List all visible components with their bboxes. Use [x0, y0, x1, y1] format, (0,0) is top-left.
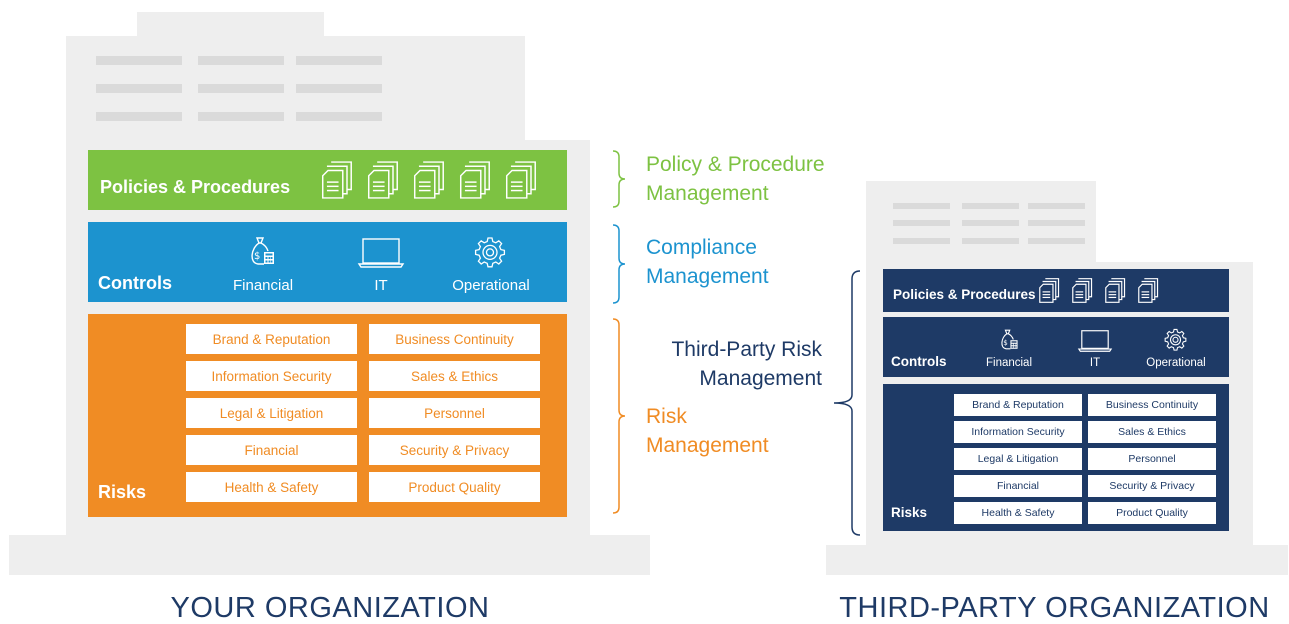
third-party-org-caption: THIRD-PARTY ORGANIZATION	[839, 592, 1270, 624]
risks-label: Risks	[98, 482, 147, 502]
window	[893, 203, 950, 209]
svg-text:$: $	[254, 251, 260, 262]
laptop-icon	[1077, 330, 1113, 352]
your-org-building-base	[9, 535, 650, 575]
risk-item: Legal & Litigation	[186, 398, 357, 428]
risk-item: Health & Safety	[186, 472, 357, 502]
your-org-policies-band: Policies & Procedures	[88, 150, 567, 210]
document-icons	[321, 161, 551, 201]
window	[1028, 220, 1085, 226]
window	[96, 56, 182, 65]
window	[198, 56, 284, 65]
risk-item: Brand & Reputation	[954, 394, 1082, 416]
window	[893, 238, 950, 244]
document-icon	[413, 161, 444, 199]
risk-item: Product Quality	[369, 472, 540, 502]
window	[198, 112, 284, 121]
document-icon	[459, 161, 490, 199]
document-icon	[1039, 278, 1060, 303]
policy-management-label: Policy & Procedure Management	[646, 153, 825, 205]
controls-item-label: IT	[374, 277, 388, 294]
risk-item: Information Security	[186, 361, 357, 391]
controls-label: Controls	[891, 354, 947, 369]
policy-bracket	[612, 150, 626, 208]
window	[962, 220, 1019, 226]
third-party-building-upper	[866, 181, 1096, 271]
window	[962, 238, 1019, 244]
risk-item: Business Continuity	[369, 324, 540, 354]
risk-item: Business Continuity	[1088, 394, 1216, 416]
laptop-icon	[357, 238, 405, 268]
window	[198, 84, 284, 93]
risk-item: Security & Privacy	[1088, 475, 1216, 497]
risk-item: Personnel	[369, 398, 540, 428]
risk-item: Information Security	[954, 421, 1082, 443]
risk-item: Sales & Ethics	[369, 361, 540, 391]
risk-item: Financial	[954, 475, 1082, 497]
window	[96, 112, 182, 121]
third-party-risk-management-label: Third-Party Risk Management	[671, 338, 822, 390]
gear-icon	[1164, 328, 1187, 351]
window	[296, 112, 382, 121]
window	[296, 84, 382, 93]
your-org-risks-band: Risks Brand & Reputation Business Continu…	[88, 314, 567, 517]
your-org-caption: YOUR ORGANIZATION	[170, 592, 490, 624]
document-icon	[321, 161, 352, 199]
third-party-building-base	[826, 545, 1288, 575]
controls-item-label: Operational	[1146, 357, 1206, 369]
risk-item: Brand & Reputation	[186, 324, 357, 354]
risk-item: Personnel	[1088, 448, 1216, 470]
controls-item-label: Operational	[452, 277, 530, 294]
risk-bracket	[612, 318, 626, 514]
risk-item: Security & Privacy	[369, 435, 540, 465]
third-party-controls-band: Controls $ Financial IT Operational	[883, 317, 1229, 377]
window	[296, 56, 382, 65]
window	[962, 203, 1019, 209]
controls-item-label: Financial	[985, 357, 1033, 369]
window	[893, 220, 950, 226]
third-party-policies-band: Policies & Procedures	[883, 269, 1229, 312]
compliance-bracket	[612, 224, 626, 304]
window	[96, 84, 182, 93]
compliance-management-label: Compliance Management	[646, 236, 769, 288]
policies-label: Policies & Procedures	[893, 287, 1036, 302]
risk-item: Legal & Litigation	[954, 448, 1082, 470]
your-org-controls-band: Controls $ Financial IT Operational	[88, 222, 567, 302]
window	[1028, 203, 1085, 209]
document-icon	[505, 161, 536, 199]
document-icon	[367, 161, 398, 199]
risk-management-label: Risk Management	[646, 405, 769, 457]
document-icon	[1105, 278, 1126, 303]
risks-label: Risks	[891, 505, 928, 520]
money-bag-calculator-icon: $	[1001, 329, 1018, 350]
policies-label: Policies & Procedures	[100, 177, 291, 197]
risk-item: Health & Safety	[954, 502, 1082, 524]
money-bag-calculator-icon: $	[251, 237, 274, 265]
third-party-risks-band: Risks Brand & Reputation Business Continu…	[883, 384, 1229, 531]
risk-item: Financial	[186, 435, 357, 465]
svg-text:$: $	[1003, 338, 1008, 347]
document-icons	[1039, 278, 1189, 304]
risk-item: Sales & Ethics	[1088, 421, 1216, 443]
controls-item-label: IT	[1089, 357, 1101, 369]
document-icon	[1072, 278, 1093, 303]
controls-label: Controls	[98, 273, 172, 293]
document-icon	[1138, 278, 1159, 303]
gear-icon	[474, 237, 506, 268]
controls-item-label: Financial	[233, 277, 294, 294]
third-party-bracket	[833, 270, 861, 536]
window	[1028, 238, 1085, 244]
risk-item: Product Quality	[1088, 502, 1216, 524]
